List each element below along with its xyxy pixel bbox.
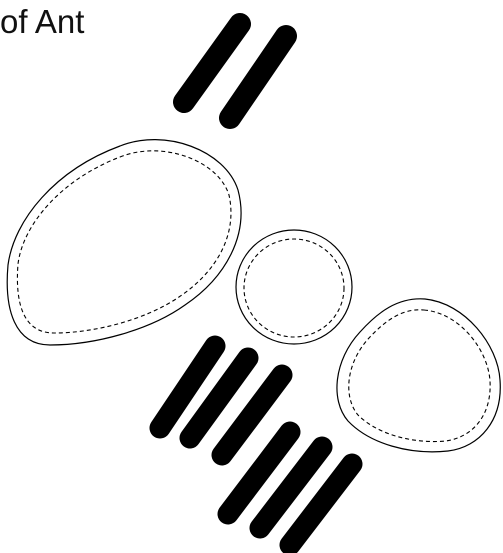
abdomen-outline xyxy=(337,299,500,452)
head-inner-outline xyxy=(17,151,231,333)
thorax-inner-outline xyxy=(244,239,344,337)
antenna-left xyxy=(184,24,240,102)
legs xyxy=(160,346,352,545)
thorax xyxy=(236,230,352,344)
antennae xyxy=(184,24,286,118)
abdomen-inner-outline xyxy=(349,310,490,442)
abdomen xyxy=(337,299,500,452)
head-outline xyxy=(7,140,241,345)
diagram-title: of Ant xyxy=(0,3,84,40)
head xyxy=(7,140,241,345)
antenna-right xyxy=(230,36,286,118)
thorax-outline xyxy=(236,230,352,344)
